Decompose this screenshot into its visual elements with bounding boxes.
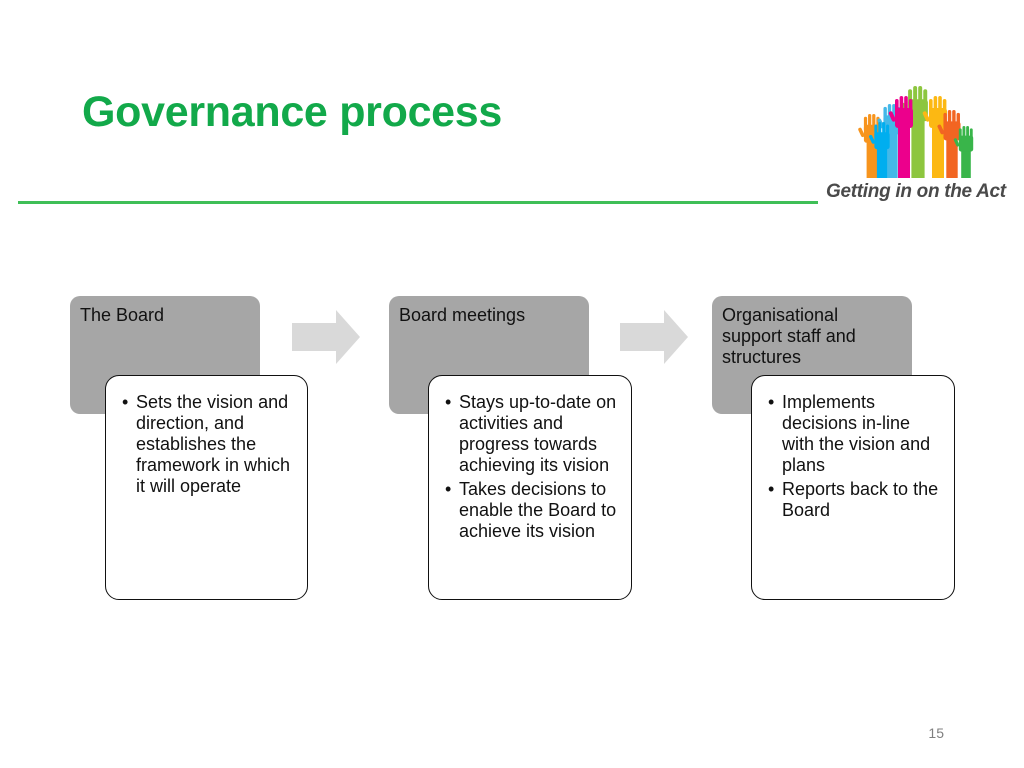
list-item: • Sets the vision and direction, and est… (120, 392, 293, 497)
hands-logo-icon (858, 86, 974, 178)
hand-icon (953, 126, 974, 178)
bullet-text: Takes decisions to enable the Board to a… (459, 479, 617, 541)
bullet-text: Sets the vision and direction, and estab… (136, 392, 291, 496)
step-header-label: Organisational support staff and structu… (722, 305, 856, 367)
title-divider (18, 201, 818, 204)
page-title: Governance process (82, 88, 503, 136)
bullet-text: Implements decisions in-line with the vi… (782, 392, 931, 475)
page-number: 15 (928, 725, 944, 741)
bullet-icon: • (445, 392, 452, 412)
list-item: • Stays up-to-date on activities and pro… (443, 392, 617, 476)
bullet-text: Stays up-to-date on activities and progr… (459, 392, 617, 475)
bullet-icon: • (122, 392, 129, 412)
hand-icon (869, 122, 890, 178)
arrow-right-icon (620, 310, 688, 364)
arrow-right-icon (292, 310, 360, 364)
list-item: • Implements decisions in-line with the … (766, 392, 940, 476)
step-box-the-board: • Sets the vision and direction, and est… (105, 375, 308, 600)
bullet-text: Reports back to the Board (782, 479, 939, 520)
list-item: • Takes decisions to enable the Board to… (443, 479, 617, 542)
step-header-label: Board meetings (399, 305, 526, 325)
logo-text: Getting in on the Act (826, 181, 1006, 202)
hand-icon (922, 96, 947, 178)
step-box-board-meetings: • Stays up-to-date on activities and pro… (428, 375, 632, 600)
step-box-organisational-support: • Implements decisions in-line with the … (751, 375, 955, 600)
hand-icon (888, 96, 913, 178)
bullet-icon: • (445, 479, 452, 499)
list-item: • Reports back to the Board (766, 479, 940, 521)
bullet-icon: • (768, 392, 775, 412)
step-header-label: The Board (80, 305, 165, 325)
bullet-icon: • (768, 479, 775, 499)
hand-icon (937, 110, 961, 178)
